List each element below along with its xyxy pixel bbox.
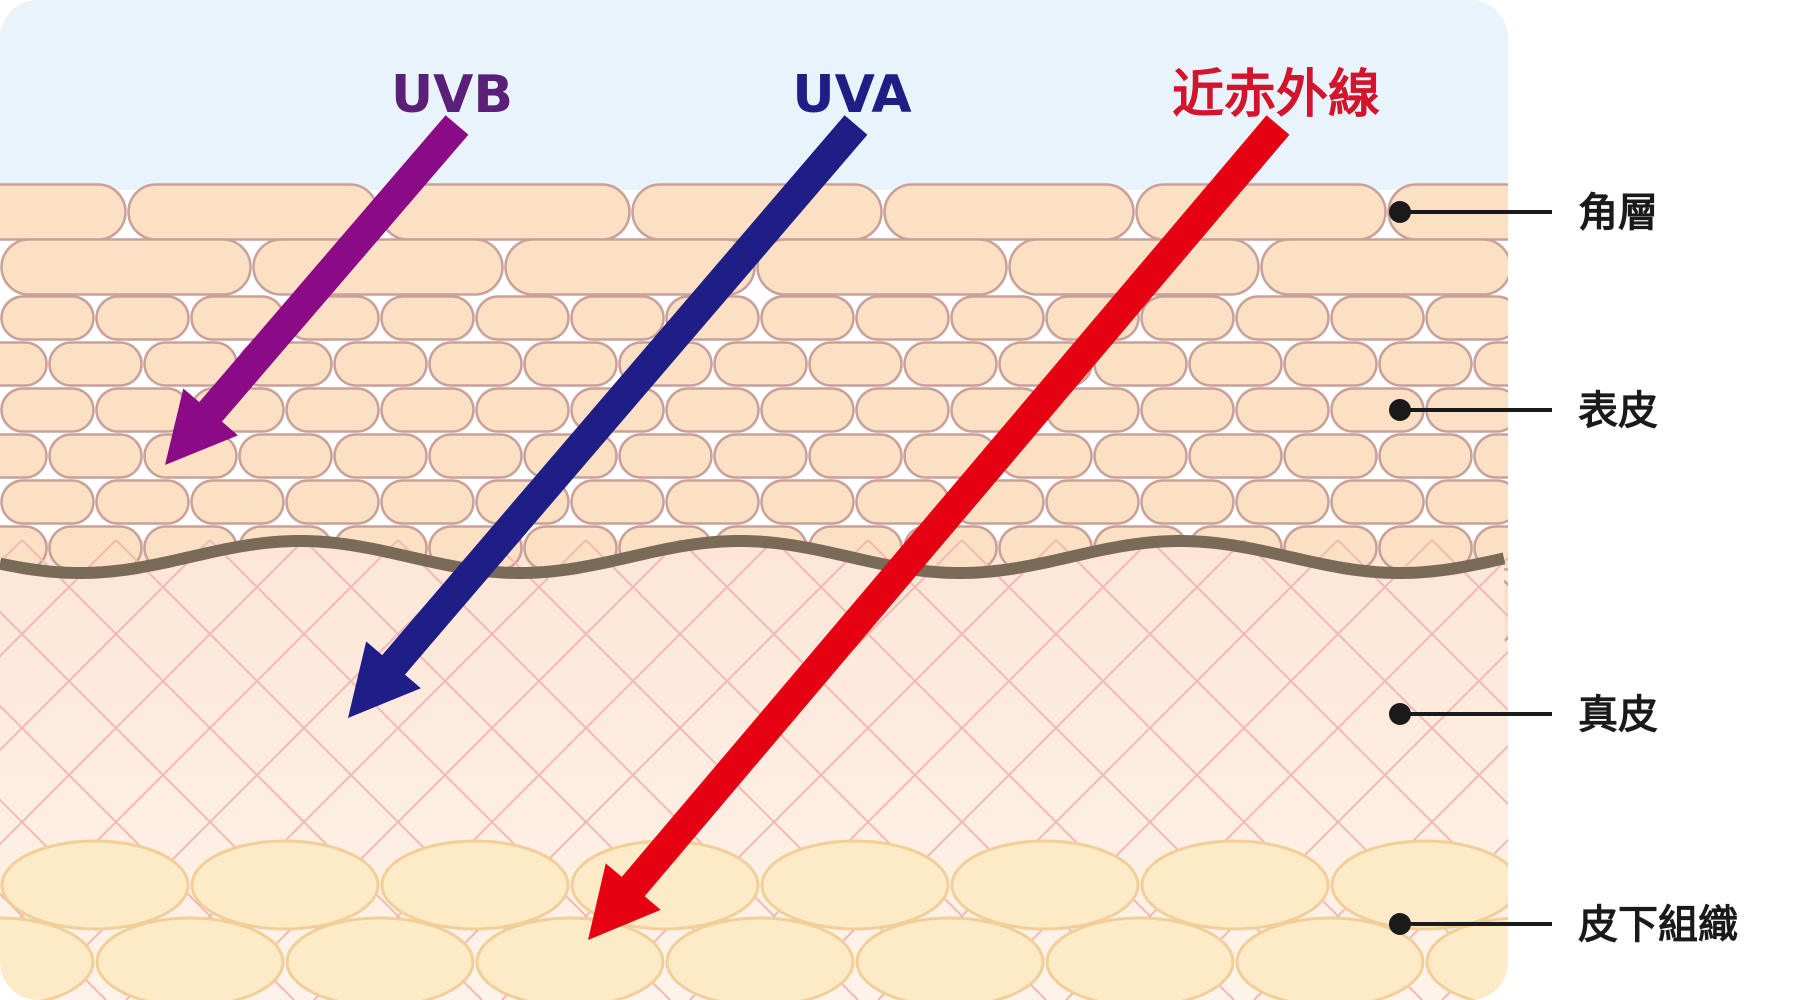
skin-cell [667, 481, 759, 524]
skin-cell [810, 343, 902, 386]
skin-cell [1142, 481, 1234, 524]
skin-cell [50, 343, 142, 386]
skin-cell [1095, 435, 1187, 478]
skin-cell [382, 297, 474, 340]
skin-cell [97, 481, 189, 524]
skin-cell [1047, 481, 1139, 524]
skin-cell [572, 297, 664, 340]
skin-cell [287, 389, 379, 432]
skin-cell [240, 435, 332, 478]
skin-cell [762, 389, 854, 432]
skin-cell [50, 435, 142, 478]
skin-cell [857, 297, 949, 340]
skin-cell [1522, 481, 1614, 524]
skin-cell [1380, 343, 1472, 386]
skin-cell [1262, 240, 1511, 295]
layer-label-subcutaneous: 皮下組織 [1578, 902, 1738, 948]
fat-cell [1332, 841, 1518, 929]
uvb-label: UVB [391, 65, 513, 125]
skin-cell [525, 343, 617, 386]
skin-cell [382, 481, 474, 524]
skin-cell [0, 185, 126, 240]
skin-cell [430, 435, 522, 478]
skin-cell [287, 481, 379, 524]
fat-cell [477, 918, 663, 1000]
skin-cell [2, 297, 94, 340]
layer-label-dermis: 真皮 [1578, 692, 1658, 738]
layer-label-stratum-corneum: 角層 [1578, 190, 1658, 236]
skin-cell [2, 240, 251, 295]
fat-cell [857, 918, 1043, 1000]
skin-cell [1095, 343, 1187, 386]
skin-cell [1332, 481, 1424, 524]
skin-cell [335, 435, 427, 478]
skin-cell [1475, 343, 1567, 386]
skin-cell [477, 297, 569, 340]
skin-cell [1190, 343, 1282, 386]
skin-cell [1570, 435, 1662, 478]
skin-cell [572, 481, 664, 524]
callout-epidermis: 表皮 [1389, 388, 1658, 434]
fat-cell [287, 918, 473, 1000]
skin-cell [129, 185, 378, 240]
uva-label: UVA [792, 65, 911, 125]
skin-cell [50, 527, 142, 570]
fat-cell [97, 918, 283, 1000]
skin-cell [1522, 297, 1614, 340]
skin-cell [1475, 435, 1567, 478]
skin-cell [1285, 343, 1377, 386]
skin-cell [2, 389, 94, 432]
skin-cell [1237, 389, 1329, 432]
skin-cell [1285, 435, 1377, 478]
skin-cell [1237, 297, 1329, 340]
skin-cell [97, 297, 189, 340]
skin-cell [0, 343, 47, 386]
skin-cell [335, 343, 427, 386]
fat-cell [192, 841, 378, 929]
fat-cell [1142, 841, 1328, 929]
skin-cell [382, 389, 474, 432]
skin-cell [430, 343, 522, 386]
skin-cell [715, 343, 807, 386]
skin-cell [254, 240, 503, 295]
fat-cell [762, 841, 948, 929]
fat-cell [1047, 918, 1233, 1000]
fat-cell [382, 841, 568, 929]
skin-cell [885, 185, 1134, 240]
skin-cell [2, 481, 94, 524]
skin-cell [1570, 343, 1662, 386]
skin-cell [1142, 389, 1234, 432]
fat-cell [952, 841, 1138, 929]
skin-cell [620, 435, 712, 478]
skin-cell [762, 297, 854, 340]
skin-cell [1427, 481, 1519, 524]
skin-cell [810, 435, 902, 478]
skin-cell [1190, 435, 1282, 478]
skin-cell [1237, 481, 1329, 524]
skin-cell [667, 389, 759, 432]
skin-cell [1427, 297, 1519, 340]
skin-cell [762, 481, 854, 524]
fat-cell [2, 841, 188, 929]
skin-cell [1380, 435, 1472, 478]
skin-cell [758, 240, 1007, 295]
skin-cell [952, 297, 1044, 340]
fat-cell [667, 918, 853, 1000]
skin-cell [1570, 527, 1662, 570]
skin-cell [1514, 240, 1763, 295]
layer-label-epidermis: 表皮 [1578, 388, 1658, 434]
skin-cell [1522, 573, 1614, 650]
skin-cell [0, 435, 47, 478]
near-infrared-label: 近赤外線 [1172, 65, 1380, 125]
skin-cell [1332, 297, 1424, 340]
skin-cell [477, 389, 569, 432]
skin-cell [1142, 297, 1234, 340]
skin-cell [905, 343, 997, 386]
skin-cell [1641, 185, 1800, 240]
skin-cell [715, 435, 807, 478]
skin-cell [857, 389, 949, 432]
skin-cell [192, 481, 284, 524]
